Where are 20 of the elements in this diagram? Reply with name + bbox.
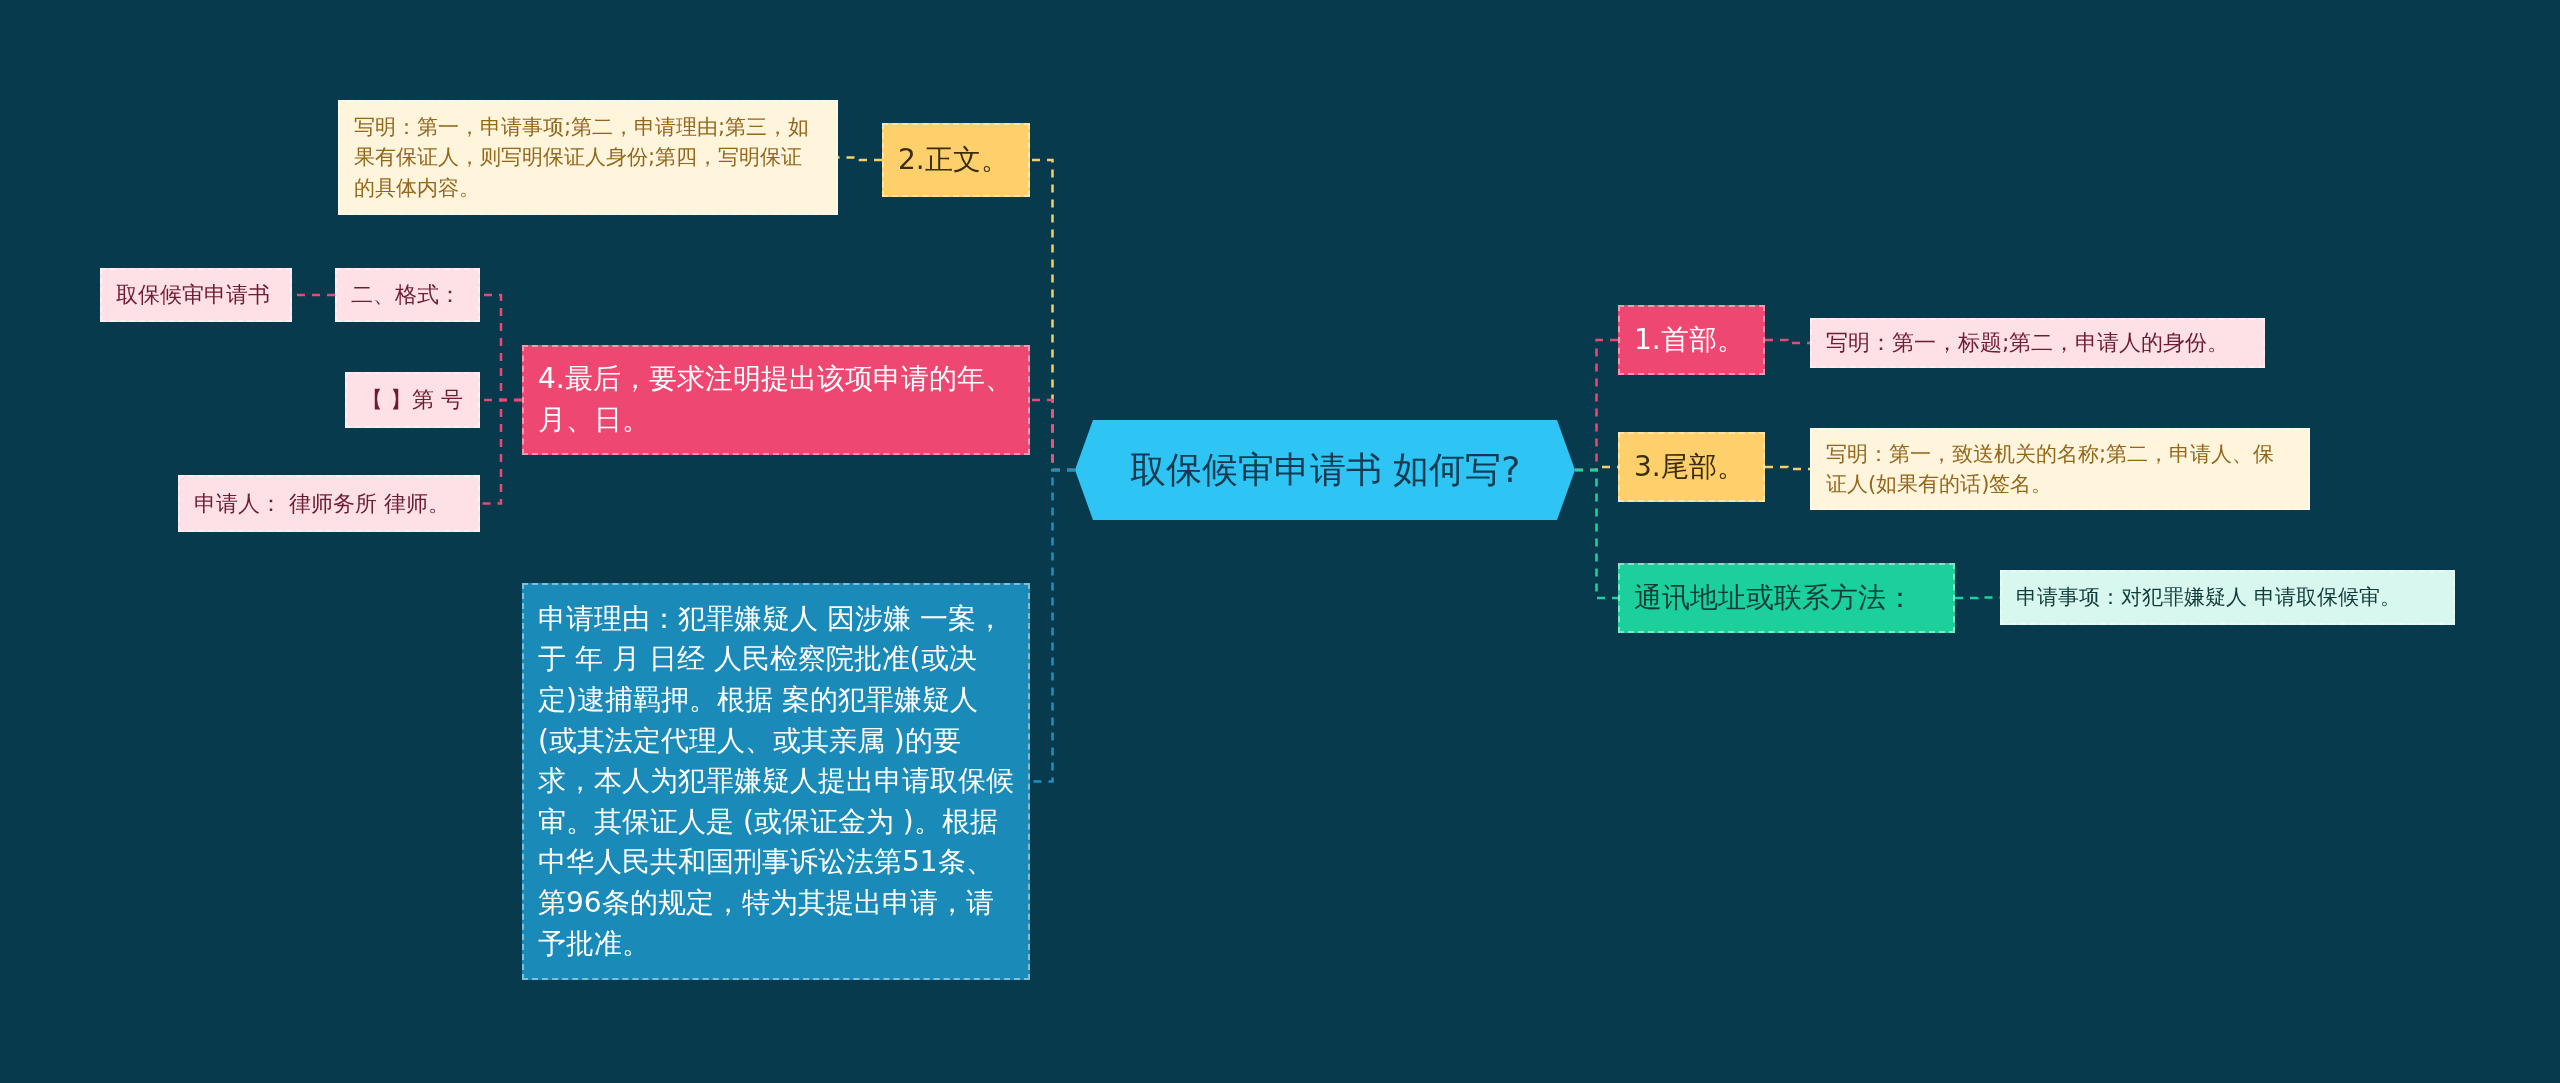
topic-title: 取保候审申请书 如何写? [1129, 447, 1521, 492]
topic-box: 申请理由：犯罪嫌疑人 因涉嫌 一案，于 年 月 日经 人民检察院批准(或决定)逮捕羁押。根据 案的犯罪嫌疑人 (或其法定代理人、或其亲属 )的要求，本人为犯罪嫌疑人提出申请取保候审。其保证人是 (或保证金为 )。根据中华人民共和国刑事诉讼法第51条、第96条的规定，特为其提出申请，请予批准。 [522, 583, 1030, 980]
connector [1575, 468, 1618, 600]
note-box: 写明：第一，申请事项;第二，申请理由;第三，如果有保证人，则写明保证人身份;第四，写明保证的具体内容。 [338, 100, 838, 215]
note-box: 写明：第一，标题;第二，申请人的身份。 [1810, 318, 2265, 368]
note-box: 写明：第一，致送机关的名称;第二，申请人、保证人(如果有的话)签名。 [1810, 428, 2310, 510]
connector [1765, 465, 1810, 471]
note-box: 取保候审申请书 [100, 268, 292, 322]
note-box: 申请事项：对犯罪嫌疑人 申请取保候审。 [2000, 570, 2455, 625]
topic-hexagon [1075, 420, 1575, 520]
connector [1765, 338, 1810, 345]
topic-box: 1.首部。 [1618, 305, 1765, 375]
topic-box: 4.最后，要求注明提出该项申请的年、月、日。 [522, 345, 1030, 455]
topic-box: 3.尾部。 [1618, 432, 1765, 502]
topic-box: 2.正文。 [882, 123, 1030, 197]
connector [480, 398, 522, 505]
note-box: 申请人： 律师务所 律师。 [178, 475, 480, 532]
topic-box: 通讯地址或联系方法： [1618, 563, 1955, 633]
note-box: 【 】第 号 [345, 372, 480, 428]
note-box: 二、格式： [335, 268, 480, 322]
